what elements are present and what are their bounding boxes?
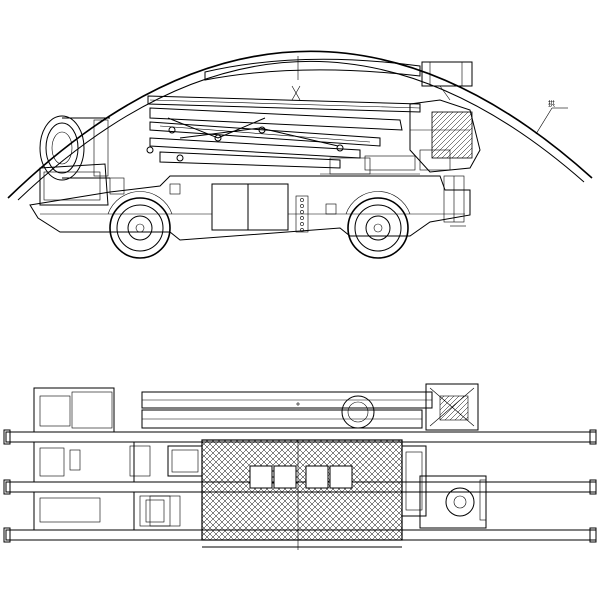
front-wheel <box>345 191 411 259</box>
work-head <box>409 61 481 173</box>
top-view <box>3 383 597 550</box>
plan-boom <box>141 391 433 429</box>
tunnel-arch-inner <box>17 60 585 201</box>
tunnel-arch <box>7 50 593 199</box>
plan-rear-body <box>33 387 181 531</box>
rear-housing <box>39 163 125 206</box>
boom-assembly <box>146 85 421 175</box>
chassis <box>29 175 471 241</box>
arch-segment <box>204 58 421 81</box>
callout-label: 拱 <box>548 99 555 108</box>
side-view: 拱 <box>7 50 593 259</box>
plan-work-platform <box>425 383 479 431</box>
plan-mesh-cage <box>201 439 403 550</box>
rear-wheel <box>107 191 173 259</box>
callout-leader <box>535 107 553 135</box>
plan-chassis <box>139 445 487 529</box>
cable-reel <box>39 115 110 181</box>
